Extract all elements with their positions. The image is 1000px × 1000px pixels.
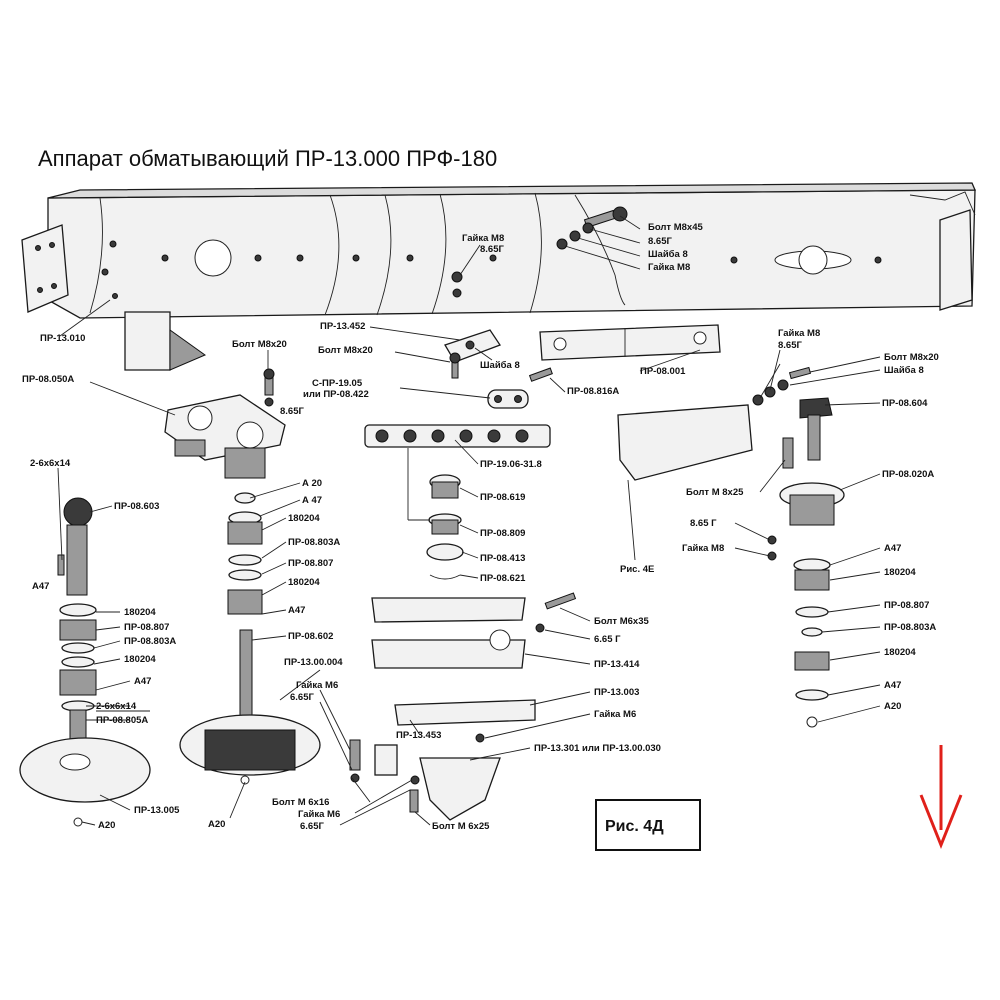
label-bolt-m8x25-r: Болт М 8х25 <box>686 487 744 498</box>
label-a47-r2: А47 <box>884 680 901 691</box>
label-865g-r: 8.65Г <box>778 340 802 351</box>
label-665g-b: 6.65Г <box>300 821 324 832</box>
leader-lines <box>57 215 881 826</box>
label-spr1905: С-ПР-19.05 <box>312 378 363 389</box>
label-pr08803a-r: ПР-08.803А <box>884 622 936 633</box>
arrow-down-icon <box>919 745 963 850</box>
label-180204-c2: 180204 <box>288 577 320 588</box>
label-pr13301: ПР-13.301 или ПР-13.00.030 <box>534 743 661 754</box>
label-180204-l1: 180204 <box>124 607 156 618</box>
cups-center <box>426 474 464 580</box>
label-gaika-m8-top: Гайка М8 <box>462 233 504 244</box>
label-shaiba8-r: Шайба 8 <box>884 365 924 376</box>
label-pr08050a: ПР-08.050А <box>22 374 74 385</box>
label-865g-top: 8.65Г <box>480 244 504 255</box>
label-865g-l: 8.65Г <box>280 406 304 417</box>
label-180204-l2: 180204 <box>124 654 156 665</box>
beam-support <box>124 311 207 371</box>
label-pr08001: ПР-08.001 <box>640 366 686 377</box>
label-pr13005: ПР-13.005 <box>134 805 180 816</box>
label-665g-c7: 6.65 Г <box>594 634 621 645</box>
label-bolt-m6x16: Болт М 6х16 <box>272 797 329 808</box>
label-a47-l2: А47 <box>134 676 151 687</box>
label-a47-c: А 47 <box>302 495 322 506</box>
bearing-stack-right <box>767 482 845 728</box>
figure-label: Рис. 4Д <box>605 818 664 835</box>
label-twosix-l: 2-6х6х14 <box>96 701 137 712</box>
shaft-stack-left <box>19 497 151 827</box>
label-180204-c1: 180204 <box>288 513 320 524</box>
label-pr08803a-l: ПР-08.803А <box>124 636 176 647</box>
bolt-m8x45-group <box>556 206 628 250</box>
label-pr08413: ПР-08.413 <box>480 553 525 564</box>
label-pr08604: ПР-08.604 <box>882 398 928 409</box>
label-180204-r1: 180204 <box>884 567 916 578</box>
label-pr13010: ПР-13.010 <box>40 333 85 344</box>
label-bolt-m8x20-c: Болт М8х20 <box>318 345 373 356</box>
label-pr08807-l: ПР-08.807 <box>124 622 169 633</box>
label-pr13452: ПР-13.452 <box>320 321 365 332</box>
roller-chain <box>364 367 553 448</box>
part-pr13452 <box>444 329 501 379</box>
label-bolt-m6x35: Болт М6х35 <box>594 616 649 627</box>
label-a47-c2: А47 <box>288 605 305 616</box>
label-pr08619: ПР-08.619 <box>480 492 525 503</box>
label-665g-c: 6.65Г <box>290 692 314 703</box>
label-180204-r2: 180204 <box>884 647 916 658</box>
side-plate <box>617 404 753 561</box>
label-pr08602: ПР-08.602 <box>288 631 333 642</box>
part-pr08001 <box>539 324 721 361</box>
bolt-group-right <box>752 366 833 469</box>
label-gaika-m6-c2: Гайка М6 <box>594 709 636 720</box>
label-pr08807-r: ПР-08.807 <box>884 600 929 611</box>
label-a20-l: А20 <box>98 820 115 831</box>
label-pr13003: ПР-13.003 <box>594 687 639 698</box>
page-title: Аппарат обматывающий ПР-13.000 ПРФ-180 <box>38 146 498 171</box>
label-ris4e: Рис. 4Е <box>620 564 654 575</box>
label-ili-pr08422: или ПР-08.422 <box>303 389 369 400</box>
label-pr08805a: ПР-08.805А <box>96 715 148 726</box>
label-gaika-m8-r2: Гайка М8 <box>682 543 724 554</box>
label-865g-r2: 8.65 Г <box>690 518 717 529</box>
part-pr08050a <box>164 368 286 479</box>
label-a20-r: А20 <box>884 701 901 712</box>
label-pr13414: ПР-13.414 <box>594 659 640 670</box>
clamp-plates <box>371 592 577 743</box>
label-gaika-m8-r: Гайка М8 <box>778 328 820 339</box>
label-pr1906: ПР-19.06-31.8 <box>480 459 542 470</box>
label-a20-bottom: А20 <box>208 819 225 830</box>
label-pr1300004: ПР-13.00.004 <box>284 657 343 668</box>
bottom-hardware <box>349 739 501 821</box>
label-a47-l: А47 <box>32 581 49 592</box>
label-pr08020a: ПР-08.020А <box>882 469 934 480</box>
label-865g-tr: 8.65Г <box>648 236 672 247</box>
label-bolt-m8x20-left: Болт М8х20 <box>232 339 287 350</box>
label-pr08621: ПР-08.621 <box>480 573 526 584</box>
label-gaika-m6-b: Гайка М6 <box>298 809 340 820</box>
label-pr08809: ПР-08.809 <box>480 528 525 539</box>
label-gaika-m6-c: Гайка М6 <box>296 680 338 691</box>
frame-beam <box>47 182 976 319</box>
label-pr13453: ПР-13.453 <box>396 730 441 741</box>
label-pr08603: ПР-08.603 <box>114 501 159 512</box>
end-bracket-left <box>21 224 69 313</box>
label-shaiba8-c: Шайба 8 <box>480 360 520 371</box>
label-gaika-m8-tr: Гайка М8 <box>648 262 690 273</box>
figure-label-box <box>595 799 701 851</box>
shaft-stack-center <box>179 492 321 785</box>
label-pr08816a: ПР-08.816А <box>567 386 619 397</box>
label-a20-c: А 20 <box>302 478 322 489</box>
label-bolt-m8x20-r: Болт М8х20 <box>884 352 939 363</box>
label-bolt-m8x45: Болт М8х45 <box>648 222 703 233</box>
label-pr08803a-c: ПР-08.803А <box>288 537 340 548</box>
label-shaiba8-tr: Шайба 8 <box>648 249 688 260</box>
label-pr08807-c: ПР-08.807 <box>288 558 333 569</box>
label-twosix-top: 2-6х6х14 <box>30 458 71 469</box>
label-a47-r: А47 <box>884 543 901 554</box>
label-bolt-m6x25: Болт М 6х25 <box>432 821 490 832</box>
